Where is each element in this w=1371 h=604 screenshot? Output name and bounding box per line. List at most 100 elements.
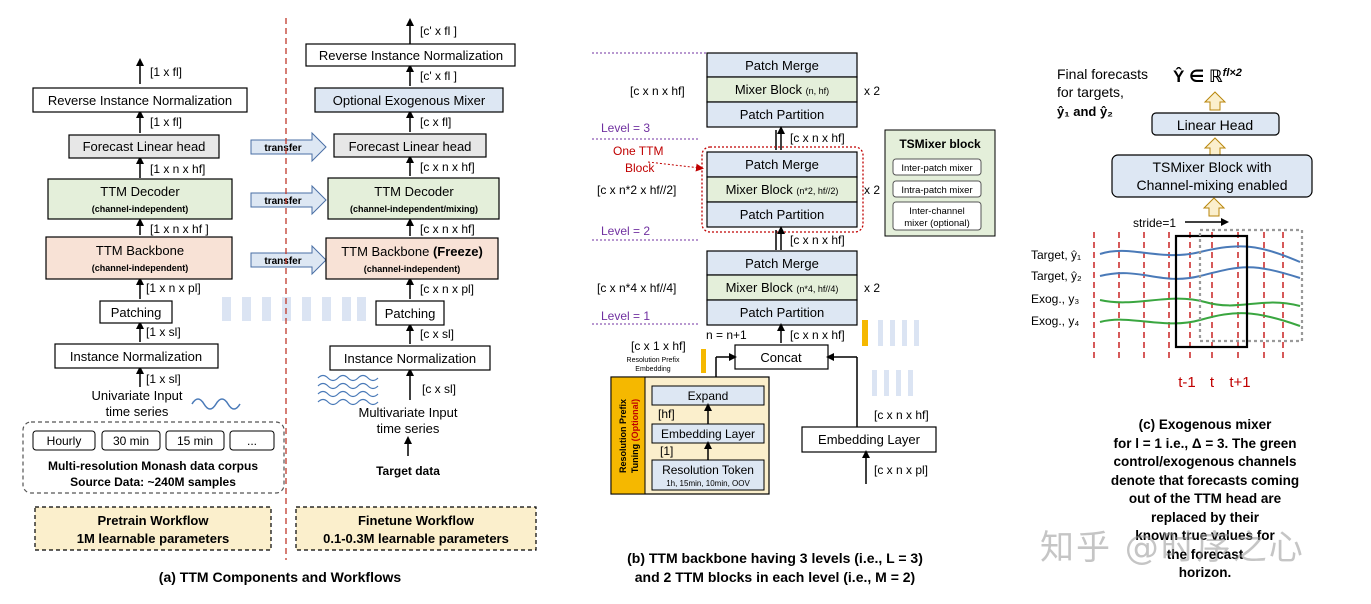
instnorm-box [54, 343, 219, 369]
workflow-label: Pretrain Workflow [97, 513, 209, 528]
channel-label: Target, ŷ₁ [1031, 248, 1081, 262]
backbone-sub: (channel-independent) [364, 264, 461, 274]
resolution-label: 15 min [177, 434, 213, 448]
tsmixer-legend-title: TSMixer block [899, 137, 981, 151]
caption-b-line: and 2 TTM blocks in each level (i.e., M … [634, 569, 916, 585]
decoder-sub: (channel-independent/mixing) [350, 204, 478, 214]
corpus-container [22, 421, 285, 494]
prefix-embedding-bar [701, 349, 706, 373]
input-label: time series [106, 404, 169, 419]
resolution-label: Hourly [47, 434, 82, 448]
shape-label: [c x sl] [420, 327, 454, 341]
rin-label: Reverse Instance Normalization [319, 48, 503, 63]
input-label: time series [377, 421, 440, 436]
panel-c: Final forecasts for targets, ŷ₁ and ŷ₂ Ŷ… [1031, 66, 1313, 391]
caption-c-line: known true values for [1135, 528, 1275, 543]
time-tick-label: t-1 [1178, 374, 1196, 391]
shape-label: [1 x n x hf ] [150, 222, 209, 236]
input-label: Univariate Input [91, 388, 182, 403]
patch-merge-box [706, 151, 858, 178]
shape-label: [c x n x hf] [420, 160, 475, 174]
tsmixer-item-label: Inter-patch mixer [901, 163, 972, 174]
forecast-head-label: Forecast Linear head [349, 139, 472, 154]
instnorm-box [329, 345, 491, 371]
shape-label: [1 x n x hf] [150, 162, 205, 176]
up-arrow-icon [1203, 91, 1227, 111]
transfer-label: transfer [264, 256, 301, 267]
caption-c-line: replaced by their [1150, 509, 1260, 525]
backbone-box [45, 236, 233, 280]
forecast-head-box [333, 133, 487, 158]
linear-head-label: Linear Head [1177, 117, 1253, 133]
transfer-arrow-icon [250, 131, 327, 163]
shape-label: [c x n x hf] [790, 328, 845, 342]
shape-label: [c x n x hf] [420, 222, 475, 236]
pretrain-column: [1 x fl] Reverse Instance Normalization … [22, 58, 285, 551]
transfer-label: transfer [264, 196, 301, 207]
input-label: Multivariate Input [359, 405, 458, 420]
caption-b-line: (b) TTM backbone having 3 levels (i.e., … [627, 550, 923, 566]
patching-label: Patching [111, 305, 162, 320]
next-window-box [1198, 228, 1304, 343]
target-label: Target data [376, 464, 440, 478]
up-arrow-icon [1203, 137, 1227, 156]
caption-c-line: out of the TTM head are [1128, 491, 1282, 506]
patching-box [375, 300, 445, 326]
embedding-layer-label: Embedding Layer [818, 432, 921, 447]
caption-a: (a) TTM Components and Workflows [158, 569, 402, 585]
shape-label: [c' x fl ] [420, 24, 457, 38]
backbone-label: TTM Backbone [96, 243, 184, 258]
repeat-label: x 2 [864, 281, 880, 295]
rin-box [32, 87, 248, 113]
channel-label: Target, ŷ₂ [1031, 269, 1082, 283]
patch-merge-label: Patch Merge [745, 256, 819, 271]
exo-mixer-box [314, 87, 504, 113]
patch-merge-label: Patch Merge [745, 58, 819, 73]
shape-label: [1 x sl] [146, 372, 181, 386]
rpe-label: Embedding [635, 366, 671, 373]
concat-label: Concat [760, 350, 802, 365]
embedding-bar [862, 320, 868, 346]
caption-c-line: for l = 1 i.e., Δ = 3. The green [1113, 435, 1297, 451]
workflow-label: 1M learnable parameters [77, 531, 229, 546]
forecast-formula: Ŷ ∈ ℝfl×2 [1173, 67, 1242, 86]
finetune-column: [c' x fl ] Reverse Instance Normalizatio… [295, 18, 537, 551]
shape-label: [hf] [658, 407, 675, 421]
shape-label: [c x n*2 x hf//2] [597, 183, 676, 197]
repeat-label: x 2 [864, 183, 880, 197]
patch-partition-label: Patch Partition [740, 107, 825, 122]
resolution-option [32, 430, 96, 451]
rin-label: Reverse Instance Normalization [48, 93, 232, 108]
ttm-block-label: One TTM [613, 144, 663, 158]
caption-b: (b) TTM backbone having 3 levels (i.e., … [590, 549, 960, 587]
pretrain-workflow-box [34, 506, 272, 551]
caption-c-line: horizon. [1178, 565, 1232, 580]
multivariate-wave-icon [317, 374, 379, 406]
tsmixer-item [892, 201, 982, 231]
transfer-label: transfer [264, 143, 301, 154]
caption-c-line: the forecast [1166, 546, 1244, 562]
forecast-head-box [68, 134, 220, 159]
resolution-option [101, 430, 161, 451]
channel-label: Exog., y₃ [1031, 292, 1079, 306]
resolution-token-sub: 1h, 15min, 10min, OOV [666, 479, 750, 488]
decoder-box [327, 177, 500, 220]
panel-b: Patch Merge Mixer Block (n, hf) Patch Pa… [592, 52, 996, 495]
final-forecast-label: Final forecasts [1057, 66, 1148, 82]
level-label: Level = 1 [601, 309, 650, 323]
prefix-tuning-sidebar [610, 376, 646, 495]
rpe-label: Resolution Prefix [627, 357, 680, 364]
patch-partition-label: Patch Partition [740, 305, 825, 320]
patch-merge-box [706, 250, 858, 276]
shape-label: [c x n x hf] [790, 131, 845, 145]
separator-bars [222, 297, 366, 321]
patch-merge-label: Patch Merge [745, 157, 819, 172]
patch-partition-box [706, 299, 858, 326]
tsmixer-item [892, 158, 982, 176]
concat-box [734, 344, 829, 370]
linear-head-box [1151, 112, 1280, 136]
tsmixer-channel-label: TSMixer Block with [1152, 159, 1271, 175]
resolution-option [229, 430, 275, 451]
window-box [1174, 234, 1249, 349]
